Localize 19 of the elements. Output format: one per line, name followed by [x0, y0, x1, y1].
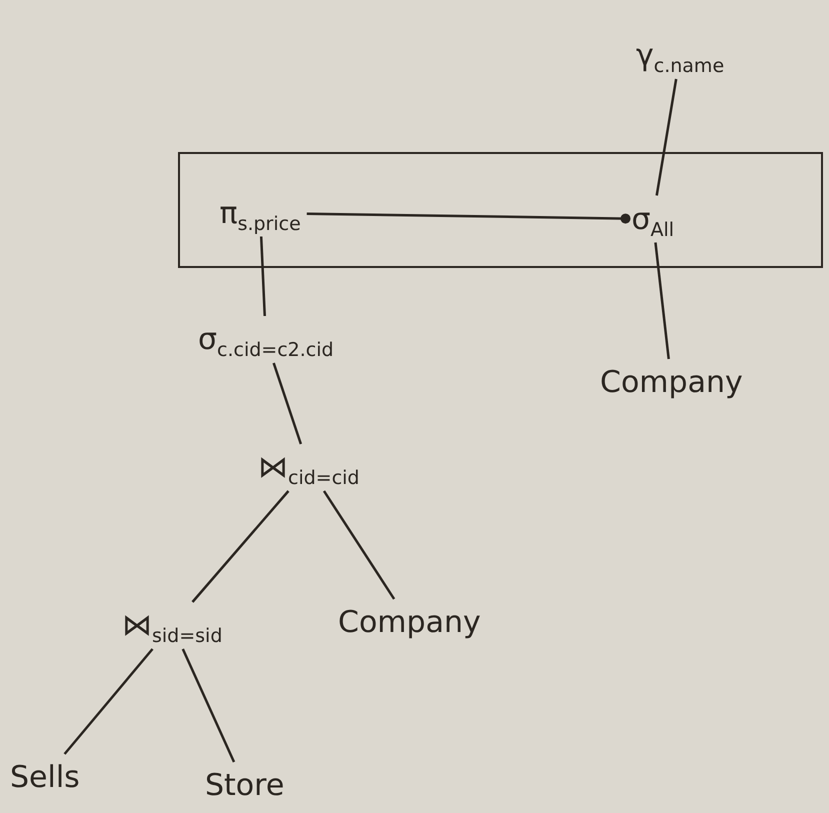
operator-label: σ$_{All}$: [632, 202, 674, 236]
operator-label: ⋈$_{sid=sid}$: [122, 608, 222, 643]
tree-edge: [322, 490, 396, 600]
connector-line: [306, 212, 630, 224]
tree-edge: [64, 648, 154, 755]
tree-edge: [272, 362, 302, 444]
operator-label: Store: [205, 768, 284, 803]
tree-edge: [655, 78, 678, 196]
tree-edge: [260, 236, 266, 316]
operator-label: γ$_{c.name}$: [636, 38, 724, 73]
operator-label: Company: [338, 605, 481, 640]
operator-label: σ$_{c.cid=c2.cid}$: [198, 322, 334, 357]
group-frame: [178, 152, 823, 268]
operator-label: Sells: [10, 760, 80, 795]
tree-edge: [192, 490, 290, 603]
tree-edge: [182, 648, 236, 763]
operator-label: Company: [600, 365, 743, 400]
tree-edge: [654, 242, 670, 360]
operator-label: ⋈$_{cid=cid}$: [258, 450, 360, 485]
